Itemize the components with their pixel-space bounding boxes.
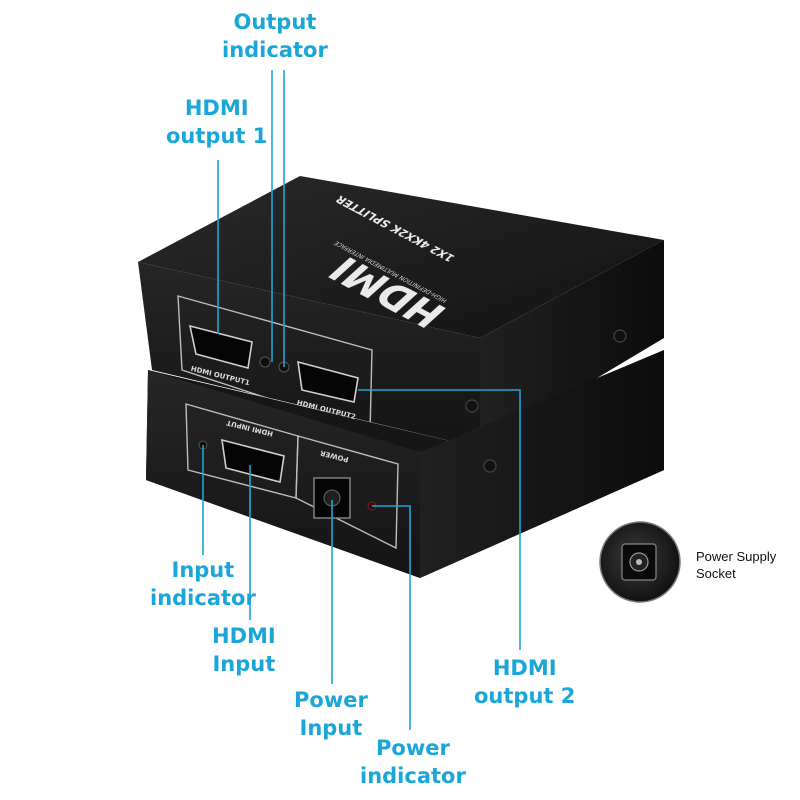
callout-output-indicator: Output indicator (222, 10, 328, 62)
callout-hdmi-output-1: HDMI output 1 (166, 96, 268, 148)
leader-lines (202, 70, 521, 730)
callout-power-indicator: Power indicator (360, 736, 466, 788)
output-indicator-led-1 (259, 356, 271, 368)
callout-hdmi-output-2: HDMI output 2 (474, 656, 576, 708)
callout-hdmi-input: HDMI Input (212, 624, 276, 676)
hdmi-output-2-port (297, 360, 359, 403)
power-socket-caption: Power Supply Socket (696, 549, 777, 581)
upper-unit (138, 176, 664, 448)
callout-power-input: Power Input (294, 688, 368, 740)
hdmi-input-port (221, 438, 285, 483)
hdmi-output-1-port (188, 324, 253, 370)
callout-input-indicator: Input indicator (150, 558, 256, 610)
power-socket-inset (599, 521, 681, 603)
lower-unit (146, 350, 664, 578)
